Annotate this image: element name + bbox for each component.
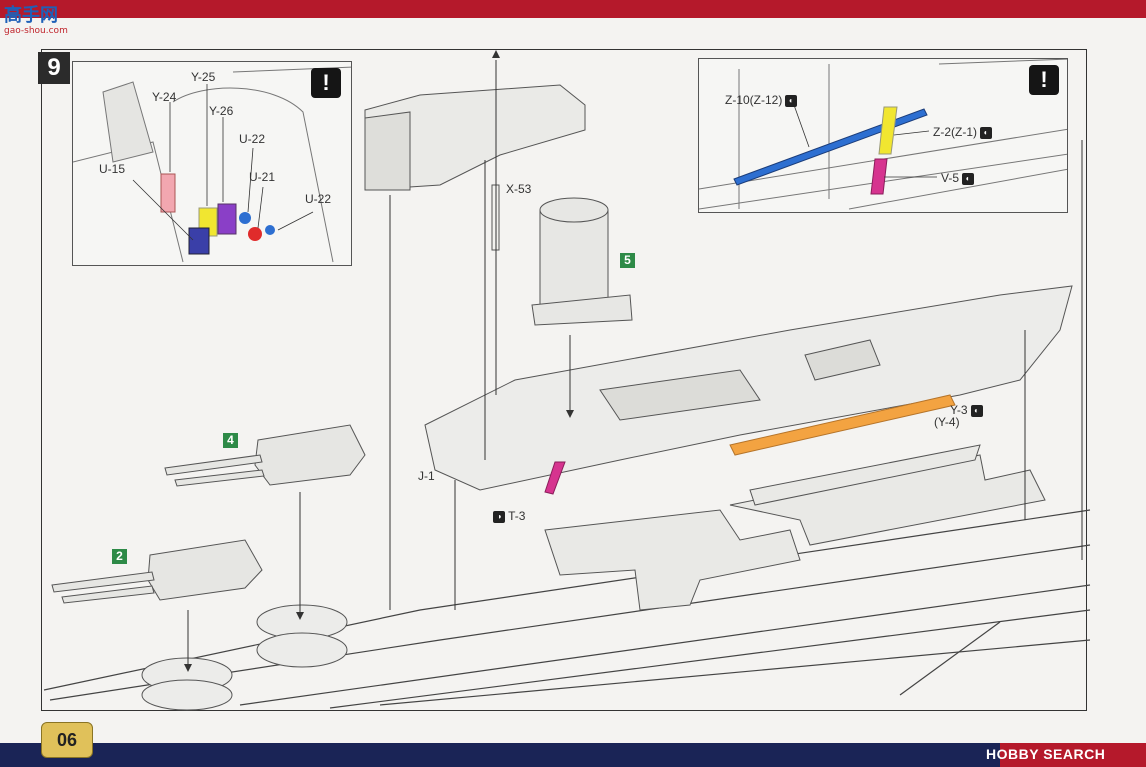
detail-inset-left: Y-24 Y-25 Y-26 U-15 U-22 U-21 U-22 ! bbox=[72, 61, 352, 266]
part-u22-shape bbox=[239, 212, 251, 224]
label-z10: Z-10(Z-12)◐ bbox=[725, 93, 798, 107]
assembly-guides bbox=[187, 60, 1083, 668]
label-v5-text: V-5 bbox=[941, 171, 960, 185]
label-z10-text: Z-10(Z-12) bbox=[725, 93, 783, 107]
top-color-band bbox=[0, 0, 1146, 18]
label-y24: Y-24 bbox=[152, 90, 177, 104]
turret-part-2 bbox=[51, 539, 263, 604]
deck-part-j1 bbox=[424, 285, 1073, 491]
part-u21-shape bbox=[248, 227, 262, 241]
part-y24-shape bbox=[160, 173, 176, 213]
part-u22b-shape bbox=[265, 225, 275, 235]
label-u22-second: U-22 bbox=[305, 192, 332, 206]
bottom-red-band bbox=[1000, 743, 1146, 767]
svg-text:高手网: 高手网 bbox=[4, 4, 58, 26]
label-z2: Z-2(Z-1)◐ bbox=[933, 125, 992, 139]
page-number: 06 bbox=[41, 722, 93, 758]
barbette-rings bbox=[141, 604, 348, 711]
label-y25: Y-25 bbox=[191, 70, 216, 84]
label-x53: X-53 bbox=[506, 182, 532, 196]
reverse-side-icon: ◑ bbox=[493, 510, 505, 523]
bridge-superstructure bbox=[364, 84, 586, 191]
label-y4: (Y-4) bbox=[934, 415, 960, 429]
detail-inset-right: Z-10(Z-12)◐ Z-2(Z-1)◐ V-5◐ ! bbox=[698, 58, 1068, 213]
reverse-side-icon: ◐ bbox=[962, 172, 975, 185]
part-u15-shape bbox=[188, 227, 210, 255]
assembly-arrow-icon bbox=[184, 50, 574, 672]
turret-part-4 bbox=[164, 424, 366, 487]
watermark-logo: 高手网 gao-shou.com bbox=[4, 1, 70, 35]
sub-step-5: 5 bbox=[620, 253, 635, 268]
label-u22: U-22 bbox=[239, 132, 266, 146]
label-u15: U-15 bbox=[99, 162, 126, 176]
label-y3-text: Y-3 bbox=[950, 403, 968, 417]
watermark-logo-art: 高手网 gao-shou.com bbox=[4, 4, 68, 35]
label-y3: Y-3◐ bbox=[950, 403, 983, 417]
inset-left-drawing bbox=[73, 66, 351, 263]
funnel-part bbox=[531, 197, 633, 326]
step-number: 9 bbox=[38, 52, 70, 84]
sub-step-4: 4 bbox=[223, 433, 238, 448]
bulwark-part-y3 bbox=[729, 394, 956, 456]
brand-watermark: HOBBY SEARCH bbox=[986, 746, 1106, 762]
svg-text:gao-shou.com: gao-shou.com bbox=[4, 26, 68, 35]
label-z2-text: Z-2(Z-1) bbox=[933, 125, 977, 139]
step-frame bbox=[41, 49, 1087, 711]
label-y26: Y-26 bbox=[209, 104, 234, 118]
inset-right-drawing bbox=[699, 59, 1067, 210]
ladder-part-t3 bbox=[544, 461, 566, 495]
label-j1: J-1 bbox=[418, 469, 435, 483]
bottom-color-band bbox=[0, 743, 1146, 767]
sub-step-2: 2 bbox=[112, 549, 127, 564]
label-t3-text: T-3 bbox=[508, 509, 526, 523]
reverse-side-icon: ◐ bbox=[785, 94, 798, 107]
part-v5-shape bbox=[870, 158, 888, 195]
reverse-side-icon: ◐ bbox=[980, 126, 992, 139]
part-z2-shape bbox=[878, 106, 898, 155]
warning-icon: ! bbox=[311, 68, 341, 98]
part-z10-shape bbox=[733, 108, 928, 186]
lower-superstructure bbox=[544, 444, 1046, 611]
part-y26-shape bbox=[217, 203, 237, 235]
label-v5: V-5◐ bbox=[941, 171, 975, 185]
label-u21: U-21 bbox=[249, 170, 276, 184]
label-t3: ◑ T-3 bbox=[490, 509, 525, 523]
reverse-side-icon: ◐ bbox=[970, 404, 983, 417]
warning-icon: ! bbox=[1029, 65, 1059, 95]
